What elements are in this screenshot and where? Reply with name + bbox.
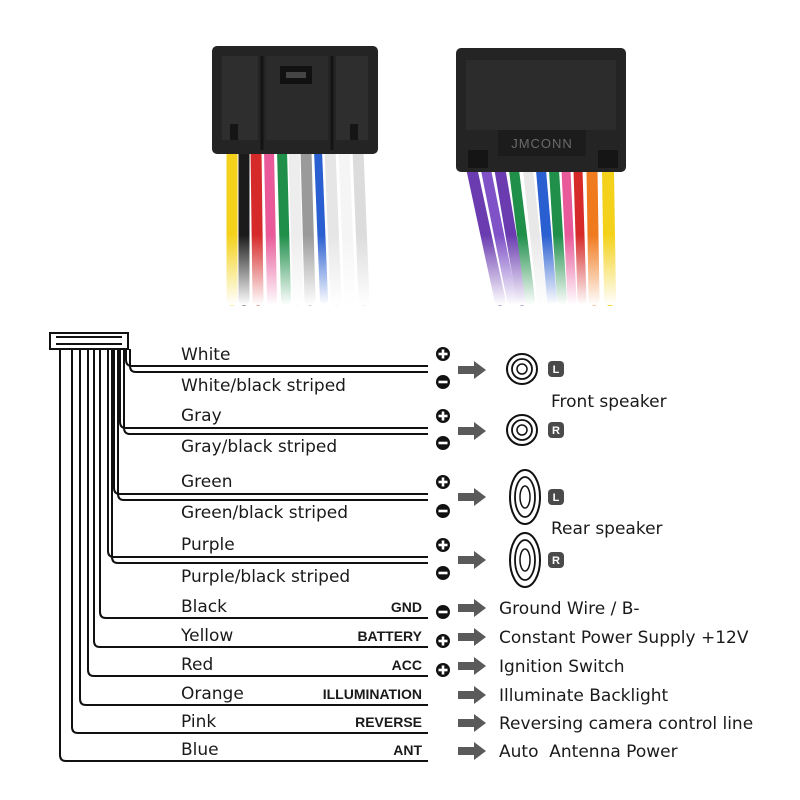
- arrow-icon-function-4: [458, 714, 486, 732]
- arrow-icon-speaker-0: [458, 361, 486, 379]
- speaker-wire-neg-1: [123, 349, 428, 435]
- speaker-rear-right: R: [509, 532, 564, 588]
- wire-code-reverse: REVERSE: [355, 714, 422, 730]
- speaker-wire-pos-2: [113, 349, 428, 495]
- arrow-icon-speaker-2: [458, 488, 486, 506]
- polarity-sign-speaker-1-bar: [438, 380, 448, 384]
- speaker-front-left: L: [506, 353, 564, 385]
- polarity-sign-speaker-5-bar: [438, 509, 448, 513]
- harness-wires: [59, 349, 428, 762]
- wire-desc-battery: Constant Power Supply +12V: [499, 628, 749, 648]
- polarity-and-arrows: [436, 347, 486, 760]
- wire-code-battery: BATTERY: [357, 628, 422, 644]
- wire-label-green: Green: [181, 472, 232, 492]
- wire-label-purple: Purple: [181, 535, 235, 555]
- wire-desc-reverse: Reversing camera control line: [499, 714, 753, 734]
- badge-front-right: [548, 422, 564, 438]
- function-wire-3: [79, 349, 428, 706]
- function-wire-1: [93, 349, 428, 648]
- harness-plug-symbol: [49, 332, 129, 350]
- arrow-icon-function-1: [458, 628, 486, 646]
- badge-front-left: [548, 361, 564, 377]
- wire-label-gray-black: Gray/black striped: [181, 437, 337, 457]
- wire-desc-antenna: Auto Antenna Power: [499, 742, 678, 762]
- wire-label-white: White: [181, 345, 230, 365]
- function-wire-rows: Black Yellow Red Orange Pink Blue GND BA…: [180, 597, 753, 762]
- wire-label-green-black: Green/black striped: [181, 503, 348, 523]
- wire-code-acc: ACC: [392, 657, 422, 673]
- wire-desc-ignition: Ignition Switch: [499, 657, 624, 677]
- speaker-wire-pos-3: [107, 349, 428, 558]
- function-wire-5: [59, 349, 428, 762]
- polarity-sign-function-0-bar: [438, 610, 448, 614]
- arrow-icon-speaker-1: [458, 422, 486, 440]
- wire-label-yellow: Yellow: [180, 626, 233, 646]
- arrow-icon-speaker-3: [458, 551, 486, 569]
- speaker-wire-pos-0: [125, 349, 428, 367]
- speaker-wire-pos-1: [119, 349, 428, 429]
- function-wire-0: [99, 349, 428, 619]
- arrow-icon-function-3: [458, 686, 486, 704]
- polarity-sign-speaker-0-vbar: [441, 349, 445, 359]
- wire-code-gnd: GND: [391, 599, 422, 615]
- speaker-wire-neg-2: [117, 349, 428, 501]
- rear-speaker-label: Rear speaker: [551, 519, 663, 539]
- connector-photo-left: [212, 46, 378, 306]
- badge-rear-left: [548, 489, 564, 505]
- wire-desc-ground: Ground Wire / B-: [499, 599, 640, 619]
- connector-brand-label: JMCONN: [511, 136, 573, 151]
- badge-rear-left-text: L: [553, 492, 560, 504]
- speaker-rear-left: L: [509, 469, 564, 525]
- front-speaker-label: Front speaker: [551, 392, 667, 412]
- wire-code-ant: ANT: [393, 742, 422, 758]
- polarity-sign-speaker-4-vbar: [441, 477, 445, 487]
- badge-rear-right-text: R: [552, 555, 560, 567]
- speaker-wire-neg-0: [129, 349, 428, 373]
- wire-code-illumination: ILLUMINATION: [323, 686, 422, 702]
- wire-label-orange: Orange: [181, 684, 244, 704]
- arrow-icon-function-0: [458, 599, 486, 617]
- wire-label-blue: Blue: [181, 740, 219, 760]
- polarity-sign-function-1-vbar: [441, 636, 445, 646]
- polarity-sign-speaker-3-bar: [438, 441, 448, 445]
- wire-label-pink: Pink: [181, 712, 216, 732]
- function-wire-4: [71, 349, 428, 734]
- speaker-wire-labels: White White/black striped Gray Gray/blac…: [181, 345, 350, 587]
- wire-label-white-black: White/black striped: [181, 376, 346, 396]
- polarity-sign-speaker-2-vbar: [441, 411, 445, 421]
- wire-desc-backlight: Illuminate Backlight: [499, 686, 669, 706]
- speaker-wire-neg-3: [111, 349, 428, 564]
- arrow-icon-function-5: [458, 742, 486, 760]
- wire-label-gray: Gray: [181, 406, 222, 426]
- polarity-sign-speaker-7-bar: [438, 571, 448, 575]
- badge-front-left-text: L: [553, 364, 560, 376]
- badge-rear-right: [548, 552, 564, 568]
- wire-label-red: Red: [181, 655, 213, 675]
- wire-label-black: Black: [181, 597, 227, 617]
- wire-label-purple-black: Purple/black striped: [181, 567, 350, 587]
- polarity-sign-speaker-6-vbar: [441, 540, 445, 550]
- badge-front-right-text: R: [552, 425, 560, 437]
- function-wire-2: [87, 349, 428, 677]
- polarity-sign-function-2-vbar: [441, 665, 445, 675]
- speaker-front-right: R: [506, 414, 564, 446]
- arrow-icon-function-2: [458, 657, 486, 675]
